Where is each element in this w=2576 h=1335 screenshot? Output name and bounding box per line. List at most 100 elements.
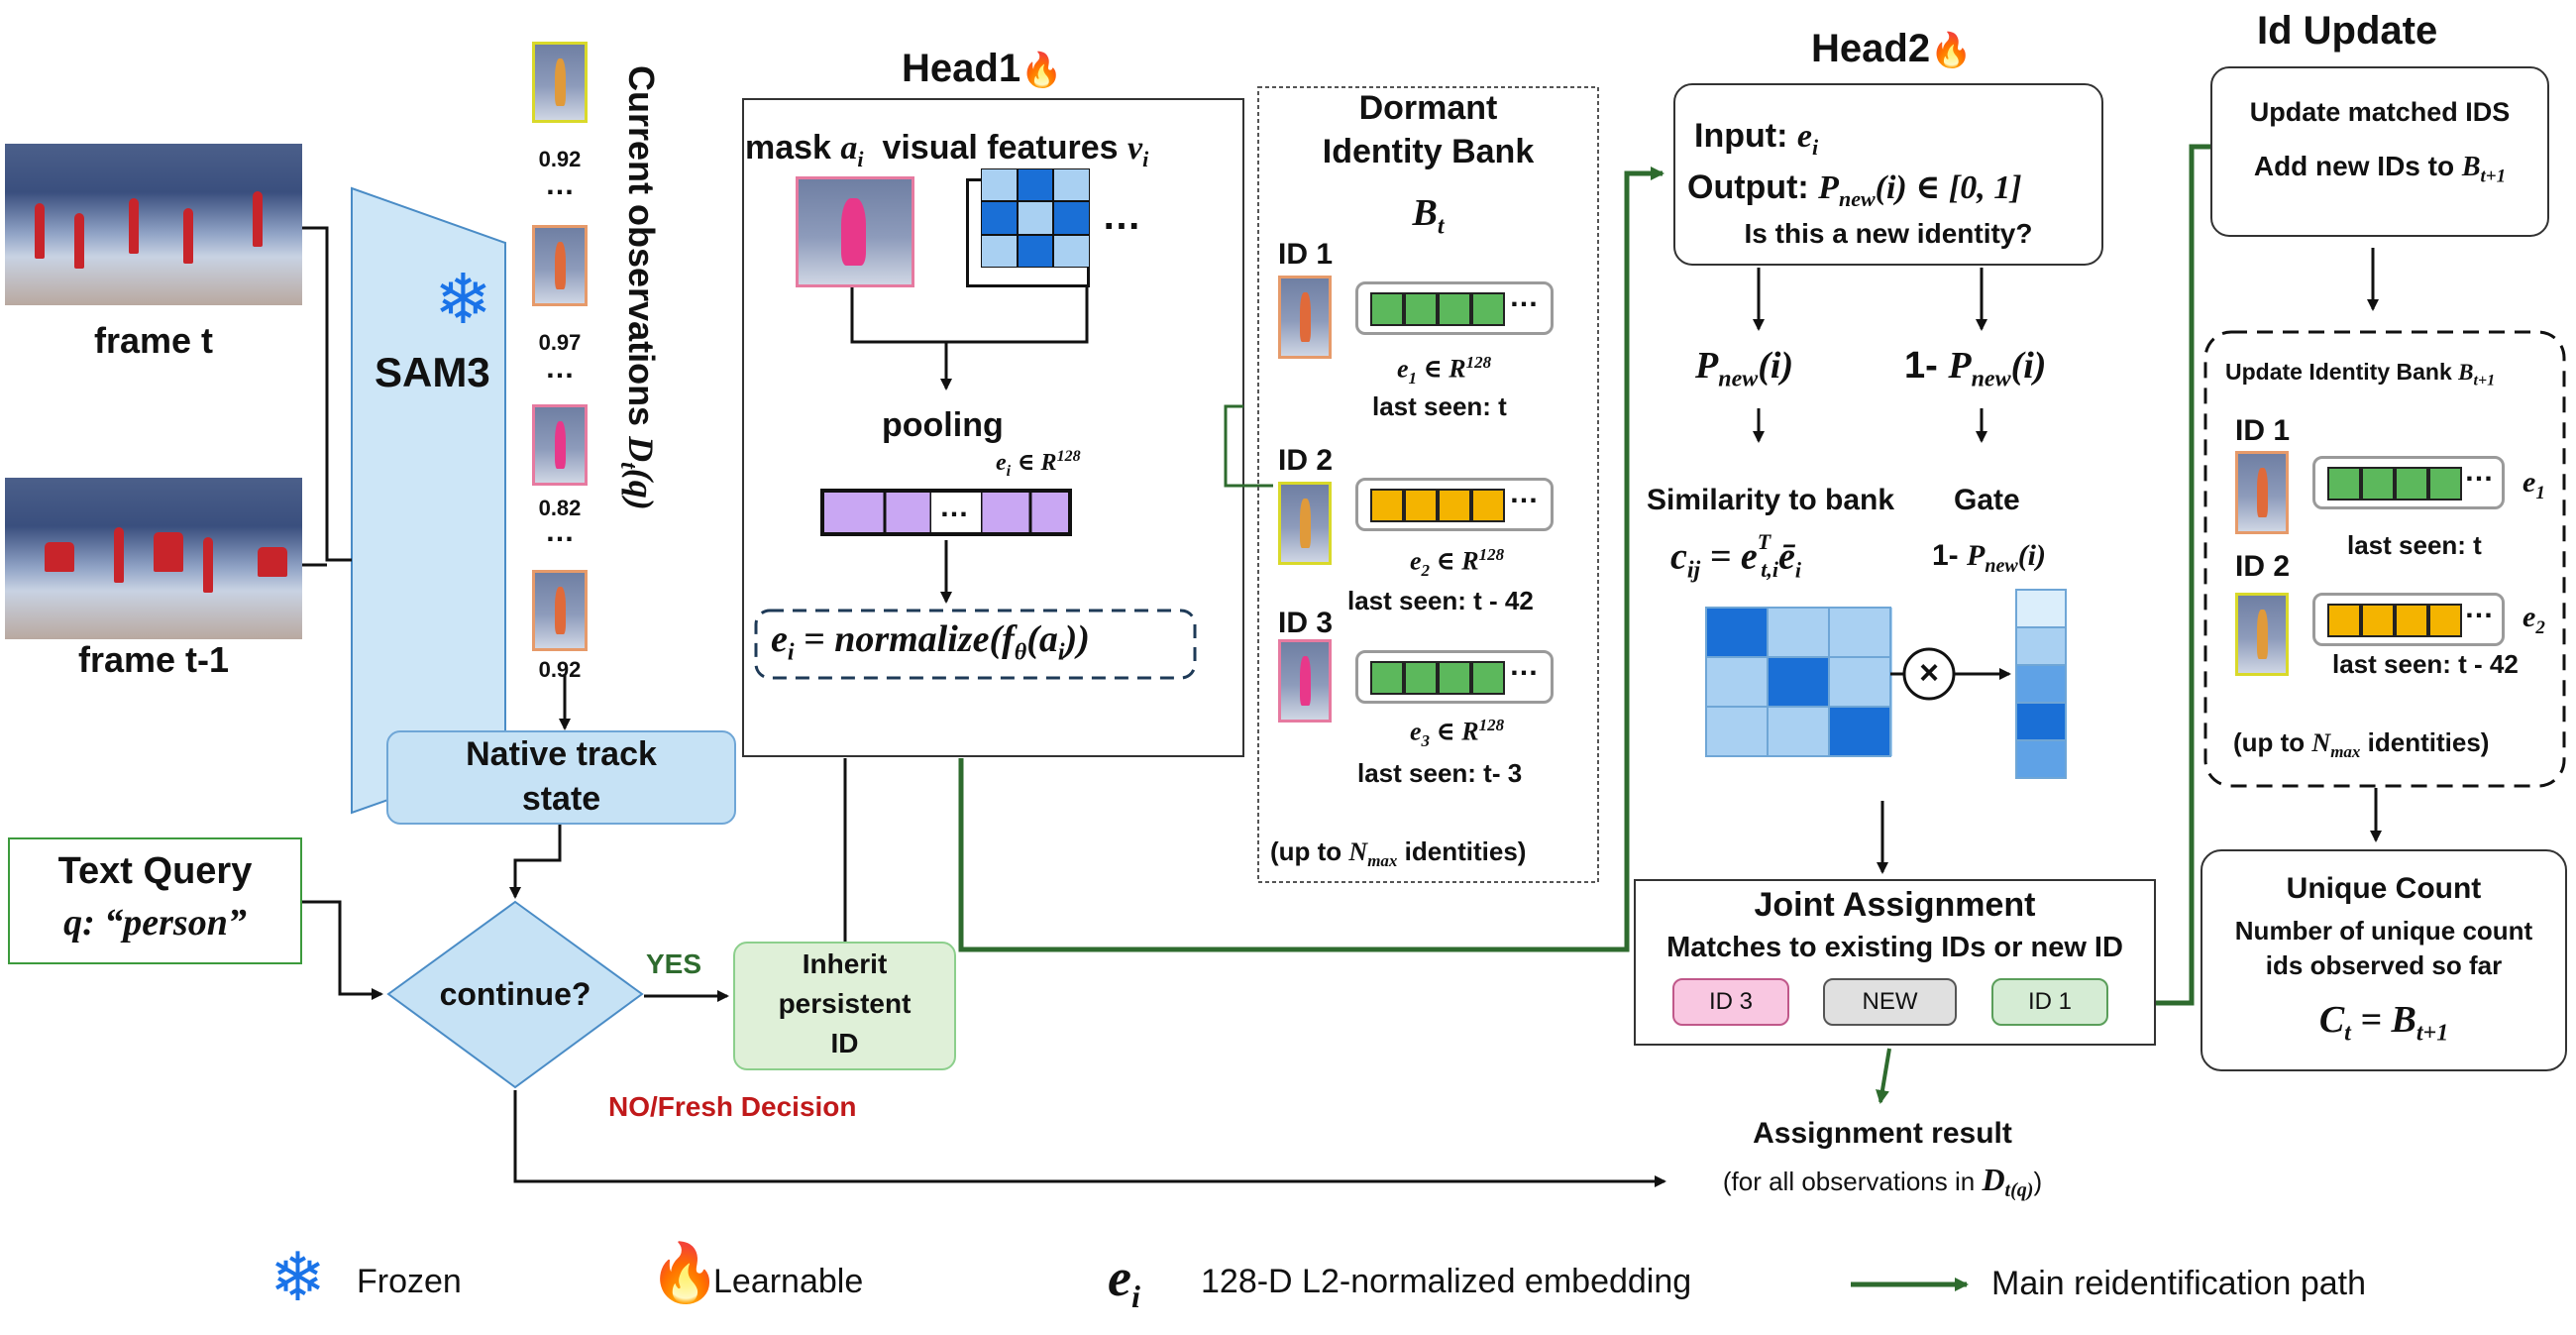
bank-id1-dim: e1 ∈ R128 [1397, 353, 1492, 388]
bank-id2-dim: e2 ∈ R128 [1410, 545, 1505, 580]
bank-id3-label: ID 3 [1278, 607, 1334, 639]
similarity-matrix [1705, 607, 1892, 757]
mask-features-label: mask ai visual features vi [745, 129, 1149, 171]
similarity-label: Similarity to bank [1647, 484, 1895, 516]
bank-id1-dots: … [1509, 280, 1539, 313]
legend-flame-icon: 🔥 [649, 1241, 721, 1305]
pnew-label: Pnew(i) [1695, 345, 1794, 392]
bank-id2-embedding: … [1355, 477, 1554, 531]
frame-t-label: frame t [93, 320, 214, 361]
main-path-head1-head2 [958, 167, 1664, 952]
unique-count-line2: ids observed so far [2265, 950, 2503, 980]
update-bank-footer: (up to Nmax identities) [2233, 727, 2490, 762]
head2-input: Input: ei [1694, 117, 1819, 160]
head1-box [742, 98, 1244, 757]
feature-grid-cells [981, 168, 1090, 268]
no-path-arrow [513, 1090, 1666, 1187]
update-id1-label: ID 1 [2235, 414, 2291, 447]
dormant-bank-title-1: Dormant [1358, 89, 1498, 127]
one-minus-pnew-label: 1- Pnew(i) [1904, 345, 2047, 392]
frame-t-image [5, 144, 302, 305]
inherit-line2: persistent [778, 988, 912, 1019]
bank-id2-seen: last seen: t - 42 [1347, 586, 1534, 615]
gate-formula: 1- Pnew(i) [1932, 539, 2047, 577]
bank-id3-seen: last seen: t- 3 [1357, 758, 1523, 788]
update-id2-dots: … [2464, 592, 2494, 624]
assignment-result-title: Assignment result [1753, 1117, 2012, 1150]
bank-id3-thumb [1278, 639, 1332, 723]
update-id1-thumb [2235, 451, 2289, 534]
joint-assignment-subtitle: Matches to existing IDs or new ID [1666, 932, 2123, 963]
current-observations-label: Current observations Dt(q) [614, 65, 662, 510]
dots-2: … [545, 352, 575, 385]
score-2: 0.97 [538, 330, 582, 355]
formula-box [754, 609, 1197, 680]
id-update-line2: Add new IDs to Bt+1 [2253, 151, 2507, 187]
sam3-label: SAM3 [375, 349, 490, 395]
continue-label: continue? [439, 976, 591, 1012]
continue-diamond [386, 900, 644, 1089]
assign-pill-new: NEW [1823, 978, 1957, 1026]
dots-3: … [545, 515, 575, 548]
update-id2-label: ID 2 [2235, 550, 2291, 583]
multiply-symbol: × [1919, 654, 1939, 692]
similarity-formula: cij = eTt,iēi [1670, 529, 1801, 584]
features-dots: … [1102, 194, 1141, 238]
legend-ei-desc: 128-D L2-normalized embedding [1201, 1263, 1692, 1300]
bank-id1-embedding: … [1355, 280, 1554, 335]
legend-path: Main reidentification path [1991, 1265, 2367, 1302]
frame-t-connector [302, 226, 352, 562]
score-3: 0.82 [538, 496, 582, 520]
update-id1-embedding: … [2312, 455, 2505, 509]
bank-id1-label: ID 1 [1278, 238, 1334, 271]
unique-count-box [2200, 849, 2567, 1071]
legend-snowflake-icon: ❄ [269, 1240, 326, 1315]
update-id1-seen: last seen: t [2347, 530, 2482, 560]
update-id2-embedding: … [2312, 592, 2505, 646]
text-query-box [8, 837, 302, 964]
native-track-line1: Native track [466, 735, 657, 773]
assign-pill-id1: ID 1 [1991, 978, 2108, 1026]
dormant-bank-box [1257, 86, 1599, 883]
inherit-line3: ID [830, 1028, 859, 1058]
score-4: 0.92 [538, 657, 582, 682]
unique-count-title: Unique Count [2286, 872, 2482, 905]
update-id2-thumb [2235, 593, 2289, 676]
legend-learnable: Learnable [713, 1263, 864, 1300]
dormant-bank-title-2: Identity Bank [1322, 133, 1535, 170]
head2-input-box [1673, 83, 2103, 266]
bank-id3-dim: e3 ∈ R128 [1410, 716, 1505, 750]
observation-thumb-1 [532, 42, 588, 123]
update-id1-emb: e1 [2522, 466, 2545, 503]
pooled-vector-dots: … [939, 491, 969, 523]
gate-vector [2015, 589, 2067, 779]
yes-label: YES [646, 948, 702, 979]
update-id1-dots: … [2464, 455, 2494, 488]
head2-question: Is this a new identity? [1744, 218, 2033, 249]
head1-title: Head1🔥 [902, 47, 1063, 90]
dormant-bank-footer: (up to Nmax identities) [1270, 836, 1527, 871]
pooled-dim-label: ei ∈ R128 [996, 448, 1081, 480]
no-fresh-label: NO/Fresh Decision [608, 1091, 857, 1122]
dormant-bank-bt: Bt [1412, 192, 1445, 240]
mask-thumb [796, 176, 914, 287]
flame-icon: 🔥 [1020, 52, 1063, 89]
normalize-formula: ei = normalize(fθ(ai)) [771, 618, 1090, 666]
head2-output: Output: Pnew(i) ∈ [0, 1] [1687, 168, 2022, 211]
text-query-value: q: “person” [63, 902, 247, 944]
mask-to-pool [850, 287, 1089, 344]
joint-to-result-arrow [1876, 1048, 1891, 1104]
frame-t1-image [5, 478, 302, 639]
score-1: 0.92 [538, 147, 582, 171]
inherit-line1: Inherit [802, 948, 888, 979]
dots-1: … [545, 168, 575, 201]
legend-ei-symbol: ei [1108, 1248, 1140, 1314]
id-update-line1: Update matched IDS [2249, 97, 2511, 127]
frame-t1-label: frame t-1 [77, 639, 230, 680]
update-bank-title: Update Identity Bank Bt+1 [2225, 359, 2496, 389]
bank-id2-thumb [1278, 482, 1332, 565]
assignment-result-sub: (for all observations in Dt(q)) [1722, 1162, 2043, 1202]
bank-id1-seen: last seen: t [1372, 391, 1507, 421]
legend-frozen: Frozen [357, 1263, 462, 1300]
